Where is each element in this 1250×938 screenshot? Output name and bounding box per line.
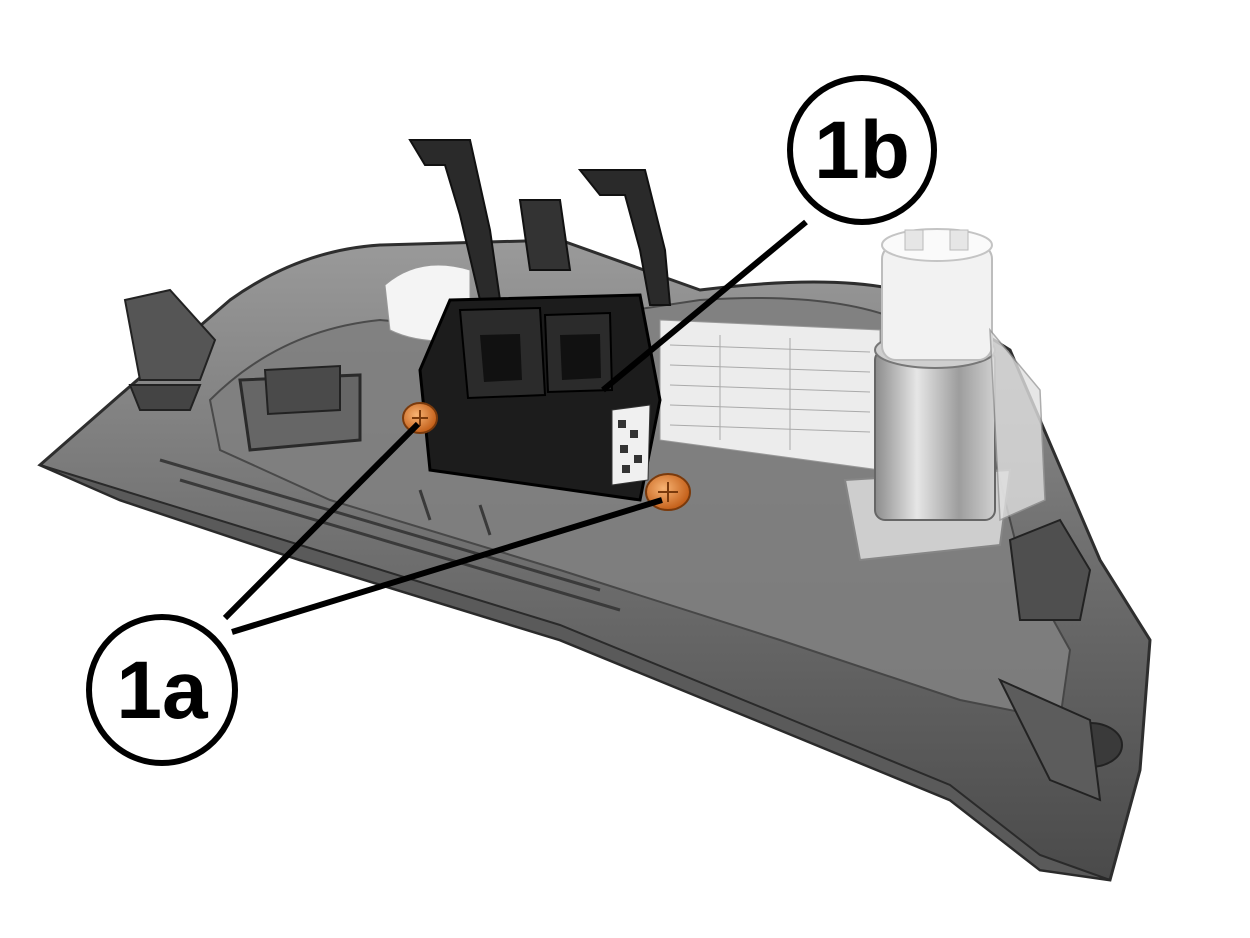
leader-lines <box>222 219 808 635</box>
switch-module <box>408 139 672 502</box>
power-socket <box>843 228 1046 562</box>
callout-1a: 1a <box>86 614 238 766</box>
callout-1b: 1b <box>787 75 937 225</box>
screw-left <box>402 402 438 434</box>
callout-1b-label: 1b <box>814 105 910 196</box>
callout-1a-label: 1a <box>116 645 209 736</box>
